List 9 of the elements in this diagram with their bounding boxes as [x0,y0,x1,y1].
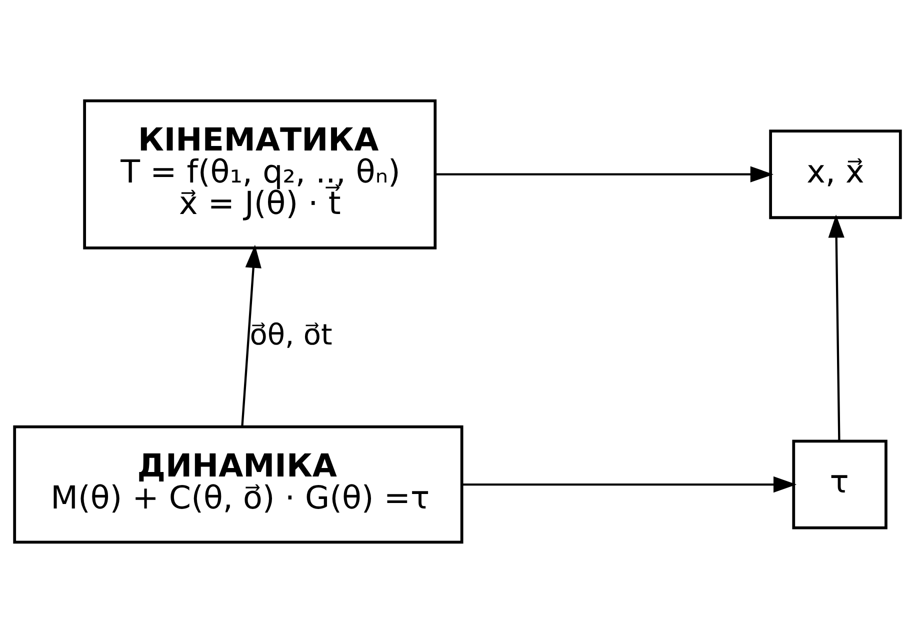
node-box: КІНЕМАТИКА T = f(θ₁, q₂, .., θₙ) x⃗ = J(θ) · t⃗ [83,98,437,249]
arrow [462,476,797,492]
edge-label: o⃗θ, o⃗t [250,317,332,352]
node-box: x, x⃗ [769,129,902,219]
node-box: ДИНАМІКА M(θ) + C(θ, o⃗) · G(θ) =τ [13,424,464,544]
node-box: τ [792,439,888,529]
arrow [828,214,844,441]
arrow [435,166,774,182]
arrow [241,244,262,426]
